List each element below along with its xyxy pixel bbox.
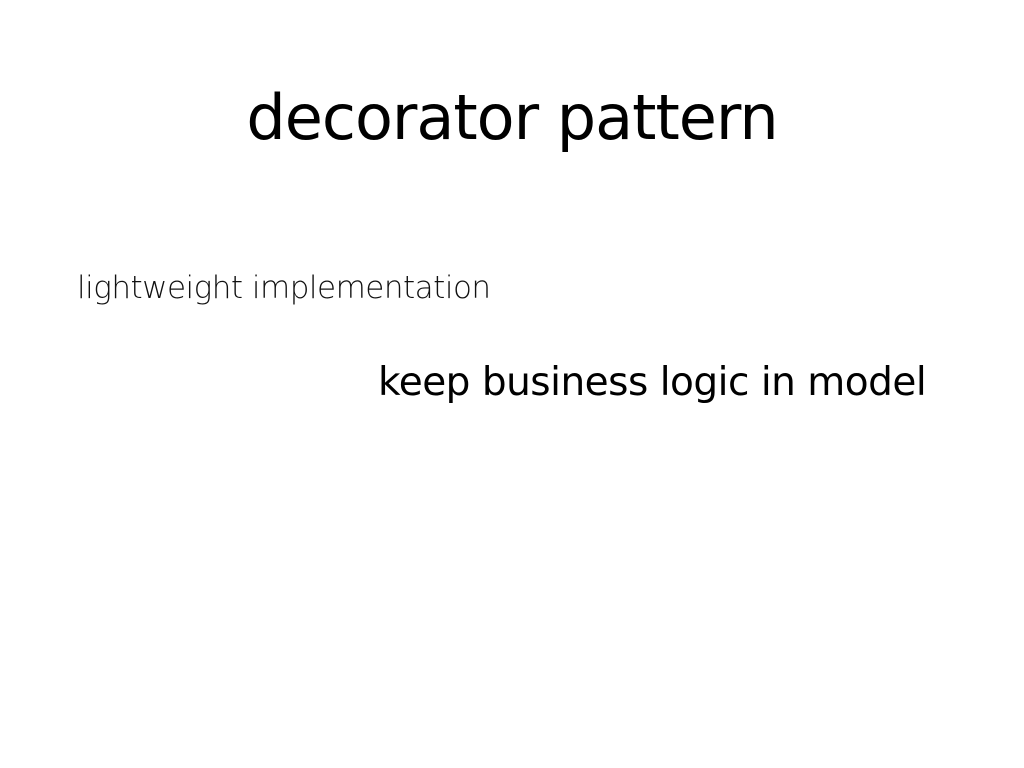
point-lightweight-implementation: lightweight implementation <box>77 270 491 306</box>
point-business-logic: keep business logic in model <box>378 360 927 405</box>
slide-title: decorator pattern <box>246 81 778 154</box>
